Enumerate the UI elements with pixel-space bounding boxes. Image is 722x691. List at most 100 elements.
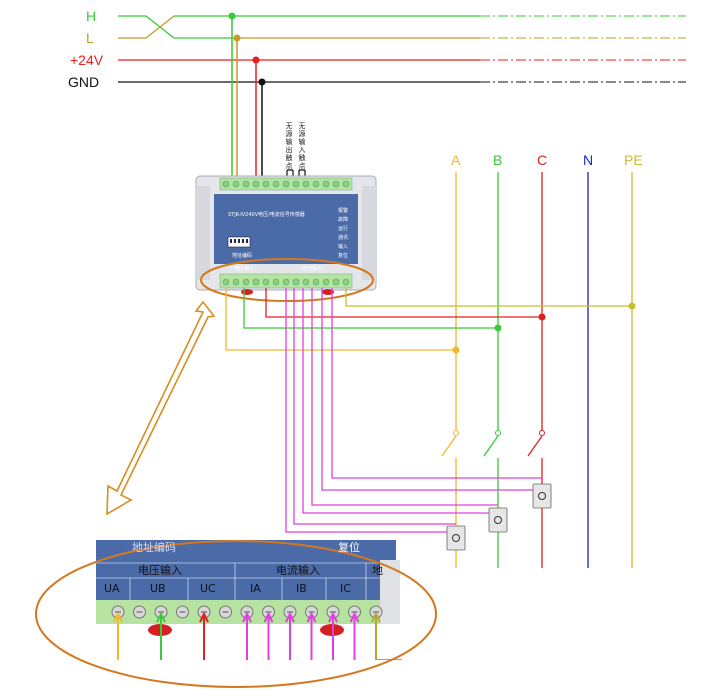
relay-input-note: 无源输入触点 (298, 122, 306, 170)
label-gnd: GND (68, 74, 100, 90)
terminal-screw (242, 180, 250, 188)
l-junction (233, 34, 241, 42)
zoom-wire-arrow (349, 611, 360, 623)
zoom-wire-arrow (328, 611, 338, 623)
terminal-screw (342, 278, 350, 286)
terminal-screw (222, 180, 230, 188)
zoom-ground: 地 (372, 564, 383, 577)
label-l: L (86, 30, 94, 46)
status-run: 运行 (338, 226, 349, 232)
terminal-screw (332, 180, 340, 188)
uc-wire (265, 288, 542, 318)
zoom-wire-arrow (285, 611, 295, 623)
v24-junction (252, 56, 260, 64)
terminal-screw (322, 180, 330, 188)
label-24v: +24V (70, 52, 104, 68)
power-bus (118, 12, 686, 184)
status-alarm: 报警 (338, 208, 349, 214)
label-phase-c: C (537, 152, 548, 168)
device-module (195, 175, 377, 295)
terminal-screw (302, 180, 310, 188)
ct-sensor-b (488, 507, 508, 533)
current-wire (311, 288, 498, 506)
zoom-header-left: 地址编码 (132, 541, 176, 554)
label-phase-n: N (583, 152, 594, 168)
current-wire (331, 288, 542, 479)
breaker-a (441, 430, 459, 457)
reset-knob-right (322, 289, 334, 295)
terminal-screw (272, 278, 280, 286)
zoom-wire-arrow (199, 611, 209, 623)
zoom-header (96, 540, 396, 554)
terminal-screw (312, 180, 320, 188)
status-input: 输入 (338, 244, 349, 250)
zoom-detail (96, 540, 416, 672)
zoom-voltage-input: 电压输入 (138, 564, 182, 577)
junction-a (452, 346, 460, 354)
zoom-ellipse (35, 540, 437, 688)
zoom-ub: UB (150, 582, 166, 595)
zoom-ia: IA (250, 582, 261, 595)
zoom-arrow (106, 300, 216, 516)
terminal-screw (232, 180, 240, 188)
terminal-screw (262, 180, 270, 188)
relay-output-note: 无源输出触点 (285, 122, 293, 170)
terminal-screw (272, 180, 280, 188)
gnd-junction (258, 78, 266, 86)
label-phase-b: B (493, 152, 503, 168)
terminal-screw (232, 278, 240, 286)
terminal-screw (322, 278, 330, 286)
status-comm: 通讯 (338, 235, 349, 241)
ct-sensor-a (446, 525, 466, 551)
zoom-header-right: 复位 (338, 541, 360, 554)
terminal-screw (242, 278, 250, 286)
device-model-text: STJK-IV240V电压/电流信号传感器 (228, 212, 305, 218)
zoom-wire-arrow (156, 611, 166, 623)
terminal-screw (332, 278, 340, 286)
reset-knob-left (241, 289, 253, 295)
junction-b (494, 324, 502, 332)
dip-label: 地址编码 (232, 253, 253, 259)
zoom-wire-arrow (263, 611, 274, 623)
label-h: H (86, 8, 97, 24)
current-wires (285, 288, 542, 533)
current-wire (321, 288, 542, 491)
terminal-screw (282, 278, 290, 286)
junction-c (538, 313, 546, 321)
h-line (118, 15, 232, 39)
terminal-screw (222, 278, 230, 286)
device-face (214, 194, 358, 264)
label-phase-a: A (451, 152, 461, 168)
current-wire (293, 288, 456, 525)
l-line (118, 15, 175, 39)
status-reset: 复位 (338, 253, 349, 259)
breaker-c (527, 430, 545, 457)
junction-pe (628, 302, 636, 310)
zoom-uc: UC (200, 582, 216, 595)
zoom-ic: IC (340, 582, 351, 595)
terminal-screw (312, 278, 320, 286)
zoom-current-input: 电流输入 (276, 564, 320, 577)
ub-wire (243, 288, 498, 329)
device-voltage-input: 电压输入 (234, 266, 255, 272)
zoom-panel (96, 554, 396, 600)
zoom-ib: IB (296, 582, 307, 595)
zoom-wire-arrow (306, 611, 317, 623)
terminal-screw (262, 278, 270, 286)
terminal-screw (292, 180, 300, 188)
zoom-ground-arrow (371, 611, 381, 623)
highlight-ellipse (200, 258, 374, 302)
ct-sensors (446, 483, 552, 551)
terminal-screws (222, 180, 350, 286)
terminal-screw (302, 278, 310, 286)
phase-lines (441, 172, 633, 568)
terminal-screw (252, 180, 260, 188)
status-fault: 故障 (338, 217, 349, 223)
ground-wire (345, 288, 632, 307)
h-junction (228, 12, 236, 20)
terminal-screw (342, 180, 350, 188)
terminal-screw (252, 278, 260, 286)
zoom-ua: UA (104, 582, 120, 595)
device-wiring (225, 288, 632, 533)
